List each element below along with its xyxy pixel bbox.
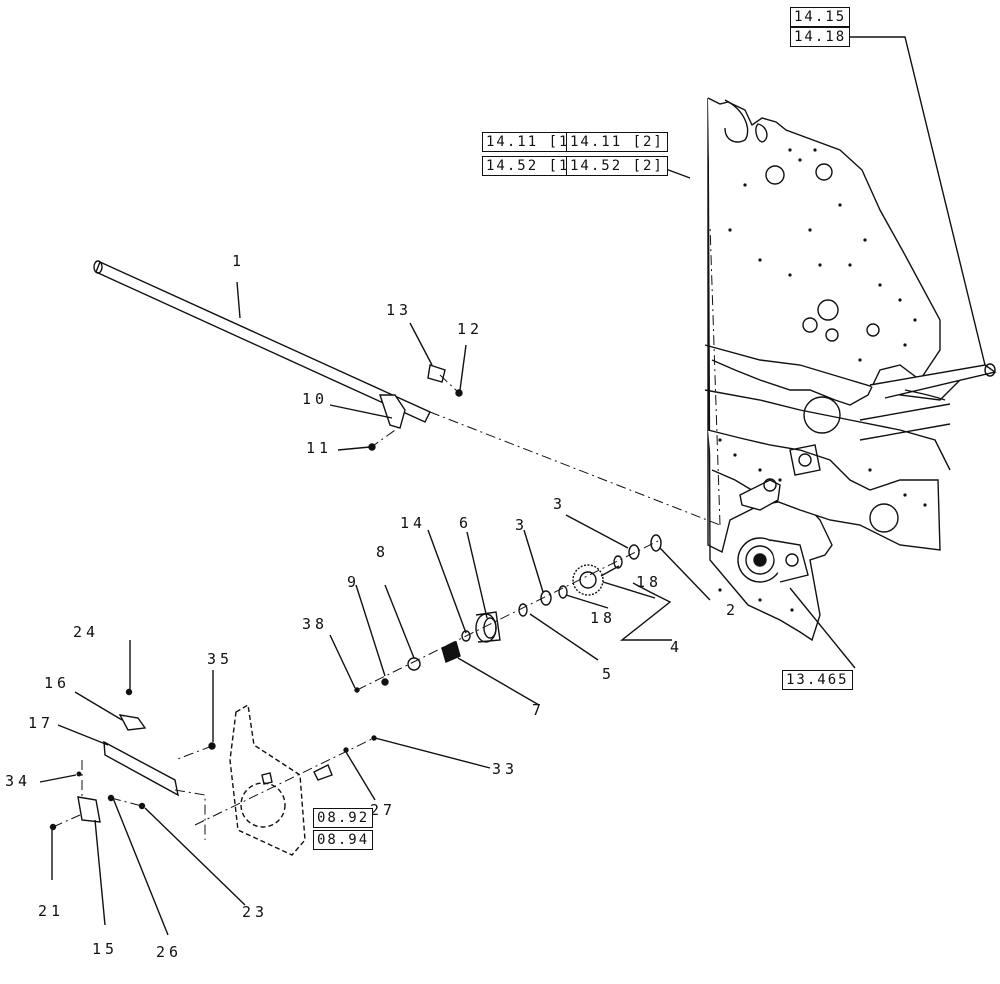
callout-38: 38: [302, 615, 329, 633]
callout-23: 23: [242, 903, 269, 921]
tube-part-1: [93, 260, 463, 451]
callout-18-right: 18: [636, 573, 663, 591]
drive-gear-assembly: [737, 478, 809, 583]
callout-16: 16: [44, 674, 71, 692]
callout-12: 12: [457, 320, 484, 338]
callout-33: 33: [492, 760, 519, 778]
callout-15: 15: [92, 940, 119, 958]
callout-9: 9: [347, 573, 361, 591]
callout-2: 2: [726, 601, 740, 619]
callout-24: 24: [73, 623, 100, 641]
ref-box-08-92[interactable]: 08.92: [313, 808, 374, 828]
callout-3-lower: 3: [515, 516, 529, 534]
ref-box-08-94[interactable]: 08.94: [313, 830, 374, 850]
callout-18-left: 18: [590, 609, 617, 627]
callout-11: 11: [306, 439, 333, 457]
callout-35: 35: [207, 650, 234, 668]
ref-box-13-465[interactable]: 13.465: [782, 670, 853, 690]
callout-4: 4: [670, 638, 684, 656]
callout-10: 10: [302, 390, 329, 408]
callout-21: 21: [38, 902, 65, 920]
callout-17: 17: [28, 714, 55, 732]
callout-26: 26: [156, 943, 183, 961]
ref-box-14-15[interactable]: 14.15: [790, 7, 851, 27]
leader-lines: [39, 36, 986, 936]
ref-box-14-11-2[interactable]: 14.11 [2]: [566, 132, 668, 152]
callout-5: 5: [602, 665, 616, 683]
ref-box-14-18[interactable]: 14.18: [790, 27, 851, 47]
ref-box-14-52-2[interactable]: 14.52 [2]: [566, 156, 668, 176]
callout-13: 13: [386, 301, 413, 319]
side-frame-panel: [704, 97, 997, 642]
lower-bracket-assembly: [49, 688, 377, 856]
callout-27: 27: [370, 801, 397, 819]
callout-3-upper: 3: [553, 495, 567, 513]
ref-box-14-52-1[interactable]: 14.52 [1]: [482, 156, 584, 176]
ref-box-14-11-1[interactable]: 14.11 [1]: [482, 132, 584, 152]
callout-7: 7: [532, 701, 546, 719]
panel-holes: [718, 148, 927, 612]
callout-34: 34: [5, 772, 32, 790]
callout-14: 14: [400, 514, 427, 532]
callout-8: 8: [376, 543, 390, 561]
callout-1: 1: [232, 252, 246, 270]
center-lines: [52, 224, 721, 840]
callout-6: 6: [459, 514, 473, 532]
